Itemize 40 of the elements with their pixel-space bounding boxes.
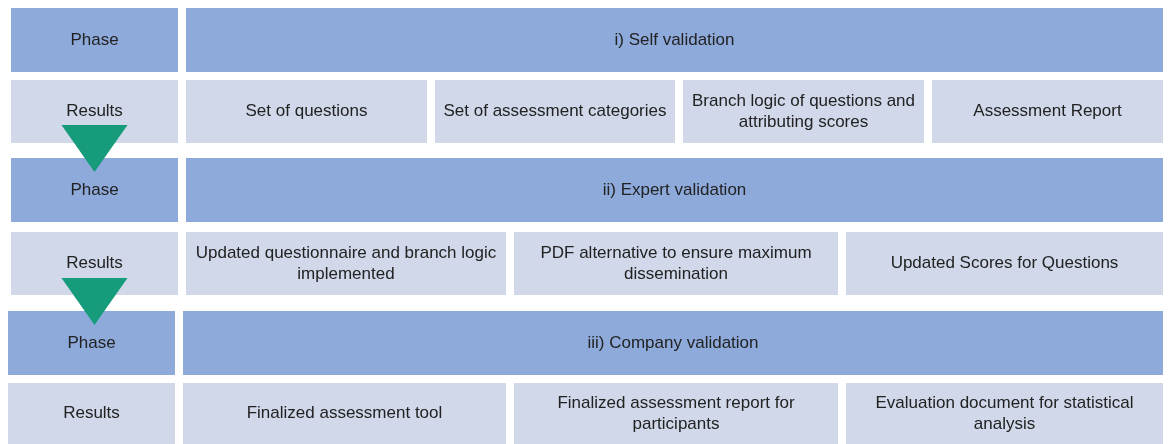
result-box [11,232,178,295]
result-box [846,232,1163,295]
result-box [683,80,924,143]
box-text: i) Self validation [614,29,735,51]
box-text: iii) Company validation [587,332,759,354]
box-text: Updated questionnaire and branch logic implemented [194,243,498,284]
box-text: Set of assessment categories [443,101,667,122]
result-box [183,383,506,444]
phase-bar [8,311,175,375]
box-text: Evaluation document for statistical analysis [874,393,1135,434]
box-text: Finalized assessment tool [246,403,443,424]
box-text: Phase [67,332,116,354]
box-text: Phase [70,179,119,201]
phase-bar [186,158,1163,222]
box-text: Branch logic of questions and attributing scores [691,91,916,132]
box-text: Set of questions [245,101,368,122]
phase-bar [186,8,1163,72]
result-box [11,80,178,143]
box-text: Finalized assessment report for participants [556,393,796,434]
result-box [932,80,1163,143]
phase-bar [183,311,1163,375]
result-box [8,383,175,444]
result-box [514,383,838,444]
box-text: Updated Scores for Questions [890,253,1119,274]
result-box [514,232,838,295]
box-text: Phase [70,29,119,51]
result-box [846,383,1163,444]
box-text: PDF alternative to ensure maximum dissemination [539,243,813,284]
box-text: ii) Expert validation [602,179,747,201]
phase-bar [11,158,178,222]
result-box [435,80,675,143]
box-text: Results [63,403,120,424]
result-box [186,80,427,143]
phase-bar [11,8,178,72]
triangle-arrow [61,125,128,172]
box-text: Assessment Report [973,101,1122,122]
triangle-arrow [61,278,128,325]
box-text: Results [66,253,123,274]
result-box [186,232,506,295]
box-text: Results [66,101,123,122]
